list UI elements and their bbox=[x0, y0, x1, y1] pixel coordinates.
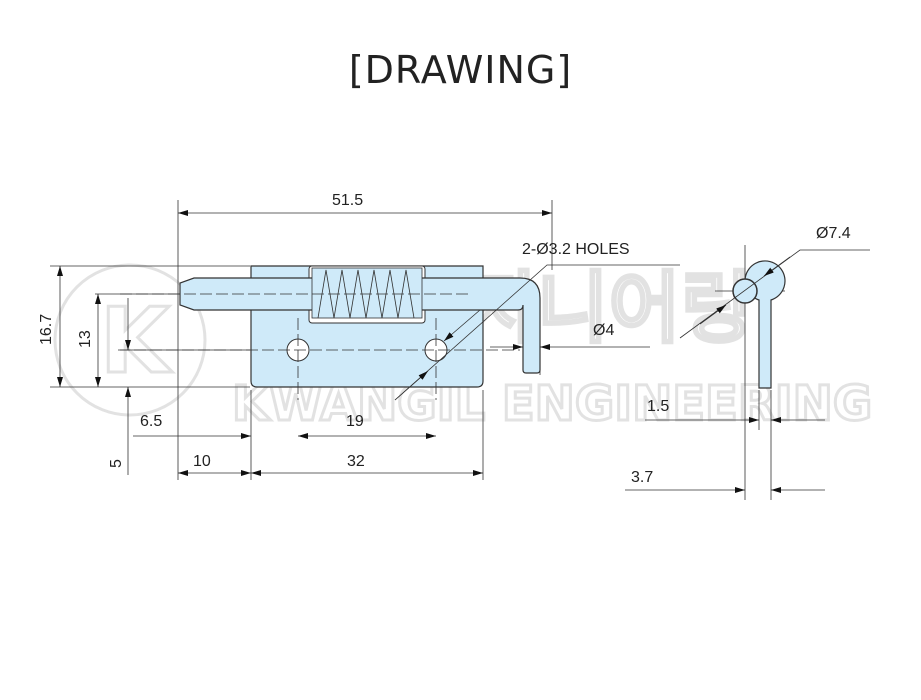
label-plate-width: 32 bbox=[347, 453, 365, 470]
label-height-plate: 13 bbox=[77, 330, 94, 348]
watermark-logo-letter: K bbox=[100, 289, 173, 394]
label-hole-vertical: 5 bbox=[108, 459, 125, 468]
label-thickness: 1.5 bbox=[647, 398, 669, 415]
dimension-lines bbox=[57, 210, 680, 476]
label-side-diameter: Ø7.4 bbox=[816, 225, 851, 242]
label-hole-spacing: 19 bbox=[346, 413, 364, 430]
extension-lines bbox=[50, 200, 553, 480]
label-height-total: 16.7 bbox=[38, 314, 55, 345]
side-pin-section bbox=[732, 278, 758, 304]
side-center-lines bbox=[715, 245, 785, 500]
holes-leader-arrow-lower bbox=[394, 370, 429, 401]
drawing-title: [DRAWING] bbox=[348, 48, 573, 92]
label-hole-horizontal: 6.5 bbox=[140, 413, 162, 430]
label-pin-diameter: Ø4 bbox=[593, 322, 614, 339]
label-overall-length: 51.5 bbox=[332, 192, 363, 209]
center-lines bbox=[118, 293, 520, 400]
label-pin-overhang: 10 bbox=[193, 453, 211, 470]
side-diameter-arrow-lower bbox=[699, 304, 727, 325]
latch-front-view bbox=[118, 265, 541, 400]
label-holes-note: 2-Ø3.2 HOLES bbox=[522, 241, 630, 258]
label-side-width: 3.7 bbox=[631, 469, 653, 486]
watermark-logo-circle bbox=[53, 263, 207, 417]
spring-pin bbox=[179, 277, 541, 374]
spring-coil bbox=[317, 269, 415, 319]
holes-leader bbox=[394, 264, 680, 401]
side-diameter-arrow-upper bbox=[763, 256, 791, 277]
latch-side-view bbox=[625, 245, 870, 500]
holes-leader-arrow-upper bbox=[443, 309, 481, 342]
